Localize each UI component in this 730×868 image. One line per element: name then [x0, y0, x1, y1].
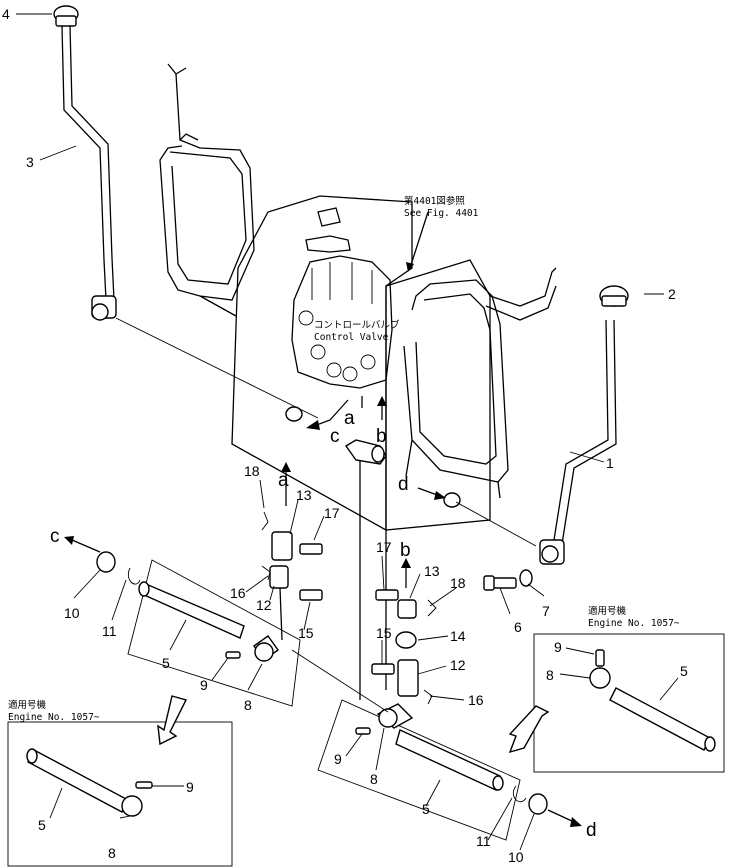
callout-18-left: 18 — [244, 463, 260, 479]
callout-17-left: 17 — [324, 505, 340, 521]
connector-d-bottom: d — [586, 820, 597, 841]
callout-12-left: 12 — [256, 597, 272, 613]
callout-15-left: 15 — [298, 625, 314, 641]
callout-5-box-left: 5 — [38, 817, 46, 833]
callout-17-right: 17 — [376, 539, 392, 555]
callout-16-right: 16 — [468, 692, 484, 708]
serial-left-en: Engine No. 1057~ — [8, 712, 100, 723]
connector-c-bottom: c — [50, 526, 60, 547]
callout-4: 4 — [2, 6, 10, 22]
callout-2: 2 — [668, 286, 676, 302]
bolt-6-7 — [483, 569, 533, 591]
callout-8-main-right: 8 — [370, 771, 378, 787]
shaft-panel-right — [291, 649, 548, 841]
callout-8-box-left: 8 — [108, 845, 116, 861]
callout-6: 6 — [514, 619, 522, 635]
callout-13-left: 13 — [296, 487, 312, 503]
connector-arrows — [64, 211, 582, 827]
callout-5-main-right: 5 — [422, 801, 430, 817]
leader-lines — [16, 13, 679, 851]
connector-c-top: c — [330, 426, 340, 447]
console-frame — [159, 63, 557, 700]
callout-5-main-left: 5 — [162, 655, 170, 671]
callout-7: 7 — [542, 603, 550, 619]
callout-1: 1 — [606, 455, 614, 471]
control-valve-en: Control Valve — [314, 332, 389, 343]
linkage-left — [261, 511, 323, 641]
connector-d-top: d — [398, 474, 409, 495]
callout-3: 3 — [26, 154, 34, 170]
callout-15-right: 15 — [376, 625, 392, 641]
connector-labels: a b c d a b c d — [50, 408, 597, 841]
callout-14: 14 — [450, 628, 466, 644]
see-fig-jp: 第4401図参照 — [404, 195, 465, 207]
connector-a-bottom: a — [278, 470, 289, 491]
callout-11-right: 11 — [476, 833, 491, 849]
callout-labels: 4 3 2 1 18 13 17 16 12 15 17 13 18 15 14… — [2, 6, 688, 865]
callout-8-main-left: 8 — [244, 697, 252, 713]
connector-a-top: a — [344, 408, 355, 429]
linkage-right — [371, 589, 437, 705]
connector-b-bottom: b — [400, 540, 411, 561]
callout-11-left: 11 — [102, 623, 117, 639]
callout-8-box-right: 8 — [546, 667, 554, 683]
inset-box-left — [7, 695, 233, 867]
lever-right — [455, 285, 629, 565]
connector-b-top: b — [376, 426, 387, 447]
shaft-panel-left — [96, 551, 301, 707]
callout-18-right: 18 — [450, 575, 466, 591]
callout-10-right: 10 — [508, 849, 524, 865]
callout-9-main-left: 9 — [200, 677, 208, 693]
callout-9-box-right: 9 — [554, 639, 562, 655]
lever-left — [53, 5, 319, 419]
notes: 第4401図参照 See Fig. 4401 コントロールバルブ Control… — [8, 195, 680, 723]
control-valve-jp: コントロールバルブ — [314, 319, 400, 331]
serial-right-jp: 適用号機 — [588, 605, 627, 617]
callout-12-right: 12 — [450, 657, 466, 673]
callout-16-left: 16 — [230, 585, 246, 601]
callout-9-box-left: 9 — [186, 779, 194, 795]
callout-13-right: 13 — [424, 563, 440, 579]
control-valve — [285, 255, 461, 508]
inset-box-right — [508, 633, 725, 773]
serial-right-en: Engine No. 1057~ — [588, 618, 680, 629]
callout-9-main-right: 9 — [334, 751, 342, 767]
callout-5-box-right: 5 — [680, 663, 688, 679]
callout-10-left: 10 — [64, 605, 80, 621]
see-fig-en: See Fig. 4401 — [404, 208, 479, 219]
serial-left-jp: 適用号機 — [8, 699, 47, 711]
